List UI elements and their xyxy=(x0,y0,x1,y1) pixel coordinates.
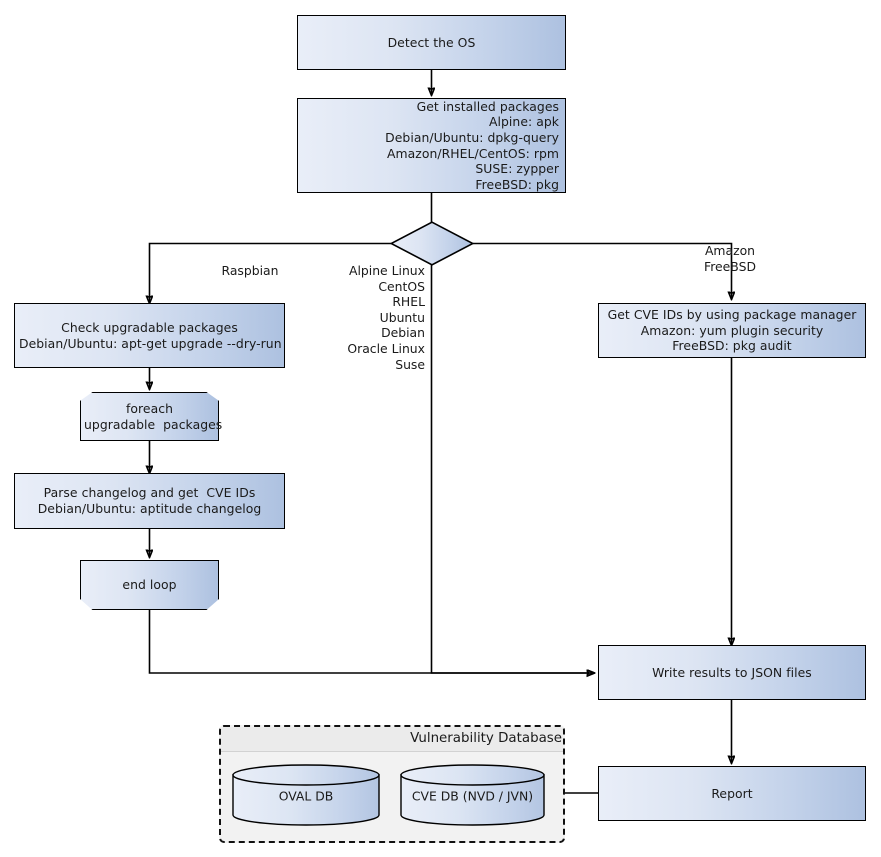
node-get-cve-ids[interactable]: Get CVE IDs by using package manager Ama… xyxy=(598,303,866,358)
edge-label-raspbian: Raspbian xyxy=(221,263,279,278)
node-check-upgradable-packages-label: Check upgradable packages Debian/Ubuntu:… xyxy=(19,319,282,351)
loop-start-shape xyxy=(80,392,219,441)
node-check-upgradable-packages[interactable]: Check upgradable packages Debian/Ubuntu:… xyxy=(14,303,285,368)
node-end-loop[interactable]: end loop xyxy=(80,560,219,610)
db-cylinder-oval-label: OVAL DB xyxy=(278,788,334,804)
db-cylinder-oval[interactable]: OVAL DB xyxy=(232,764,380,826)
node-report[interactable]: Report xyxy=(598,766,866,821)
node-write-results-to-json[interactable]: Write results to JSON files xyxy=(598,645,866,700)
node-get-installed-packages-label: Get installed packages Alpine: apk Debia… xyxy=(385,98,559,192)
edge-label-amazon-freebsd: Amazon FreeBSD xyxy=(704,243,756,274)
edge-decision-oslist xyxy=(430,265,595,673)
node-foreach-loop-start-label: foreach upgradable packages xyxy=(84,400,223,432)
node-foreach-loop-start[interactable]: foreach upgradable packages xyxy=(80,392,223,441)
node-parse-changelog[interactable]: Parse changelog and get CVE IDs Debian/U… xyxy=(14,473,285,529)
node-get-cve-ids-label: Get CVE IDs by using package manager Ama… xyxy=(607,307,857,354)
db-cylinder-cve[interactable]: CVE DB (NVD / JVN) xyxy=(400,764,545,826)
node-os-decision-diamond[interactable] xyxy=(390,221,474,266)
node-detect-the-os[interactable]: Detect the OS xyxy=(297,15,566,70)
edge-endloop-to-write xyxy=(148,610,595,673)
node-detect-the-os-label: Detect the OS xyxy=(387,34,476,50)
node-get-installed-packages[interactable]: Get installed packages Alpine: apk Debia… xyxy=(297,98,566,193)
db-cylinder-cve-label: CVE DB (NVD / JVN) xyxy=(411,788,534,804)
group-vulnerability-database-title: Vulnerability Database xyxy=(221,727,563,752)
node-parse-changelog-label: Parse changelog and get CVE IDs Debian/U… xyxy=(37,485,262,516)
node-end-loop-label: end loop xyxy=(122,577,177,593)
edge-label-os-list: Alpine Linux CentOS RHEL Ubuntu Debian O… xyxy=(347,263,425,372)
loop-end-shape xyxy=(80,560,219,610)
node-write-results-to-json-label: Write results to JSON files xyxy=(652,664,812,680)
node-report-label: Report xyxy=(711,785,753,801)
